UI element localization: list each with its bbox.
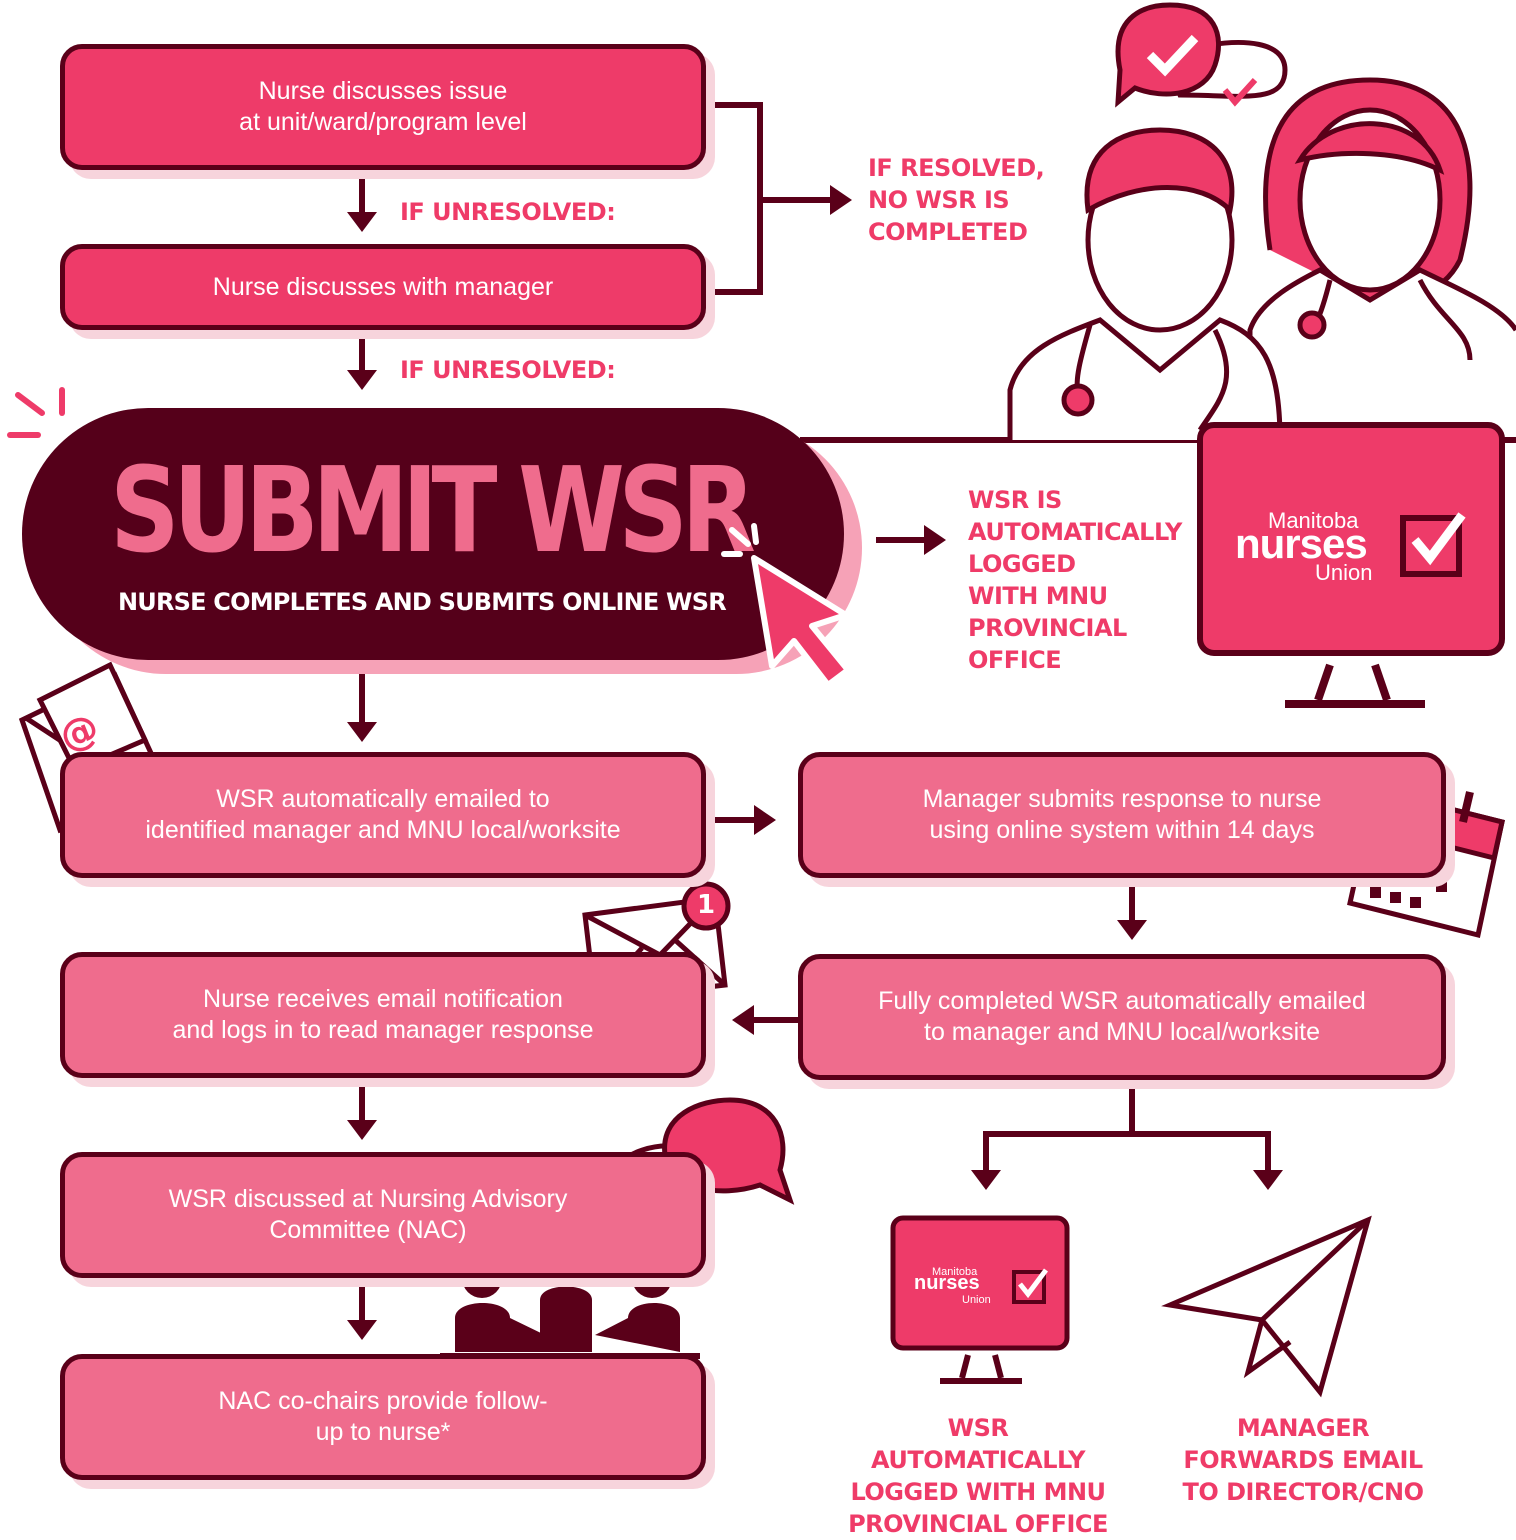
step-nac-followup-text: NAC co-chairs provide follow- up to nurs… — [218, 1387, 548, 1446]
step-nac-discussed: WSR discussed at Nursing Advisory Commit… — [60, 1152, 706, 1278]
step-emailed-text: WSR automatically emailed to identified … — [145, 785, 621, 844]
logo-small-union: Union — [962, 1294, 991, 1306]
email-count-badge: 1 — [696, 890, 716, 920]
monitor-small-icon — [890, 1215, 1070, 1384]
check-speech-icon — [1115, 2, 1288, 108]
paper-plane-icon — [1161, 1215, 1372, 1398]
logo-small-nurses: nurses — [914, 1272, 980, 1294]
step-discuss-unit-text: Nurse discusses issue at unit/ward/progr… — [239, 77, 527, 136]
step-completed-emailed-text: Fully completed WSR automatically emaile… — [878, 987, 1366, 1046]
label-bottom-forward: MANAGER FORWARDS EMAIL TO DIRECTOR/CNO — [1182, 1414, 1424, 1506]
submit-wsr-subtitle: NURSE COMPLETES AND SUBMITS ONLINE WSR — [118, 588, 727, 616]
submit-wsr-pill — [22, 408, 844, 660]
step-discuss-manager-text: Nurse discusses with manager — [212, 272, 554, 301]
nurse-male-icon — [1007, 127, 1283, 441]
split-connector — [983, 1080, 1271, 1172]
logo-union: Union — [1315, 560, 1373, 585]
monitor-logo-icon — [1197, 422, 1505, 708]
step-completed-emailed: Fully completed WSR automatically emaile… — [798, 954, 1446, 1080]
step-discuss-unit: Nurse discusses issue at unit/ward/progr… — [60, 44, 706, 170]
step-manager-response: Manager submits response to nurse using … — [798, 752, 1446, 878]
cursor-click-icon — [721, 523, 851, 688]
step-nac-discussed-text: WSR discussed at Nursing Advisory Commit… — [168, 1185, 568, 1244]
resolved-bracket — [706, 102, 763, 295]
label-if-resolved: IF RESOLVED, NO WSR IS COMPLETED — [868, 154, 1045, 246]
submit-wsr-title: SUBMIT WSR — [110, 441, 756, 579]
step-nurse-receives-text: Nurse receives email notification and lo… — [172, 985, 594, 1044]
nurse-female-icon — [1247, 77, 1516, 440]
click-rays — [7, 387, 65, 438]
logo-small-manitoba: Manitoba — [932, 1266, 978, 1278]
step-emailed: WSR automatically emailed to identified … — [60, 752, 706, 878]
step-manager-response-text: Manager submits response to nurse using … — [922, 785, 1322, 844]
logo-manitoba: Manitoba — [1268, 508, 1359, 533]
label-bottom-logged: WSR AUTOMATICALLY LOGGED WITH MNU PROVIN… — [848, 1414, 1108, 1538]
step-discuss-manager: Nurse discusses with manager — [60, 244, 706, 330]
label-auto-logged: WSR IS AUTOMATICALLY LOGGED WITH MNU PRO… — [968, 486, 1182, 674]
step-nurse-receives: Nurse receives email notification and lo… — [60, 952, 706, 1078]
logo-nurses: nurses — [1235, 520, 1368, 567]
step-nac-followup: NAC co-chairs provide follow- up to nurs… — [60, 1354, 706, 1480]
label-if-unresolved-1: IF UNRESOLVED: — [400, 198, 616, 226]
label-if-unresolved-2: IF UNRESOLVED: — [400, 356, 616, 384]
